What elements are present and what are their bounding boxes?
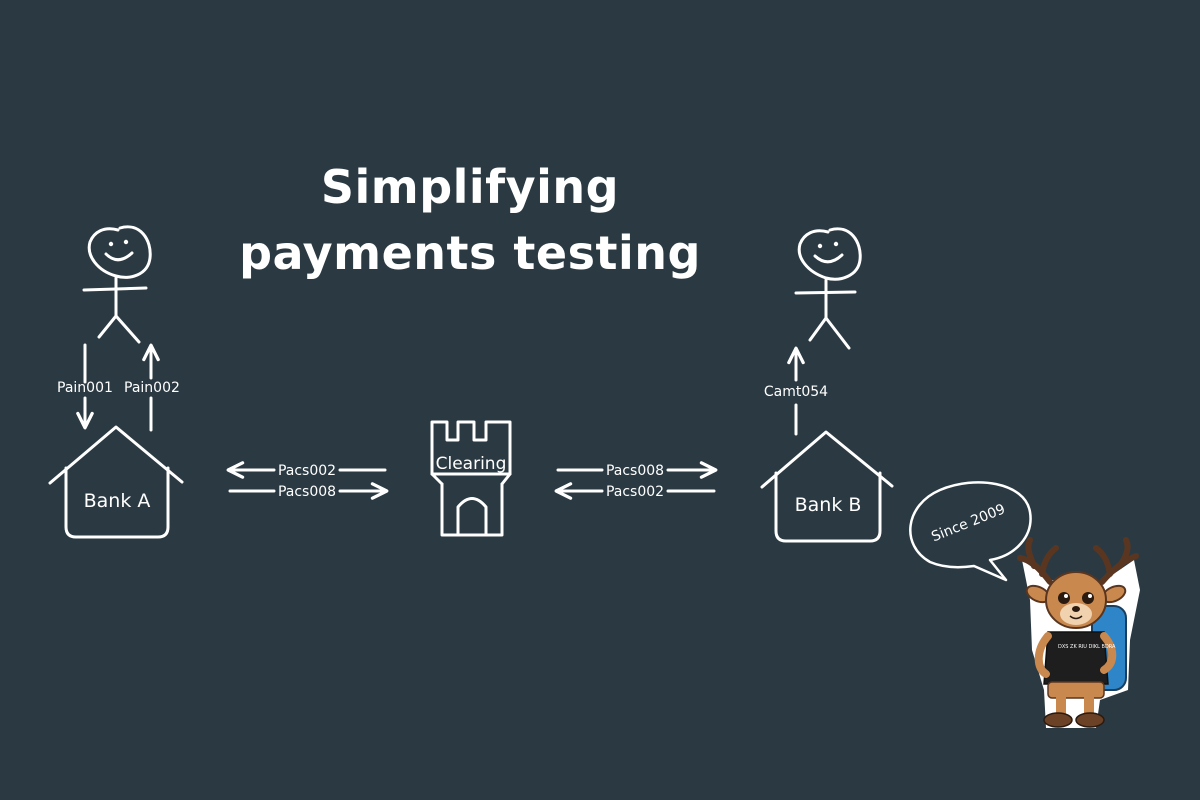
title-line-1: Simplifying (320, 160, 620, 214)
right-customer-figure (794, 227, 862, 350)
right-pacs002-label: Pacs002 (606, 484, 664, 500)
bank-a-building (48, 425, 184, 539)
title-line-2: payments testing (239, 226, 701, 280)
bank-b-building (760, 430, 894, 543)
left-pacs002-label: Pacs002 (278, 463, 336, 479)
pain001-label: Pain001 (57, 380, 113, 396)
clearing-label: Clearing (436, 454, 507, 474)
pain002-label: Pain002 (124, 380, 180, 396)
bank-a-label: Bank A (84, 490, 151, 512)
right-pacs008-label: Pacs008 (606, 463, 664, 479)
speech-text: Since 2009 (929, 501, 1007, 545)
left-pacs008-label: Pacs008 (278, 484, 336, 500)
clearing-tower (430, 420, 512, 537)
deer-mascot (1017, 537, 1140, 728)
speech-bubble (909, 481, 1032, 582)
mascot-shirt-text: DXS ZK RIU DIKL BDRA (1058, 644, 1116, 650)
left-customer-figure (82, 225, 152, 344)
bank-b-label: Bank B (795, 494, 862, 516)
camt054-label: Camt054 (764, 384, 828, 400)
